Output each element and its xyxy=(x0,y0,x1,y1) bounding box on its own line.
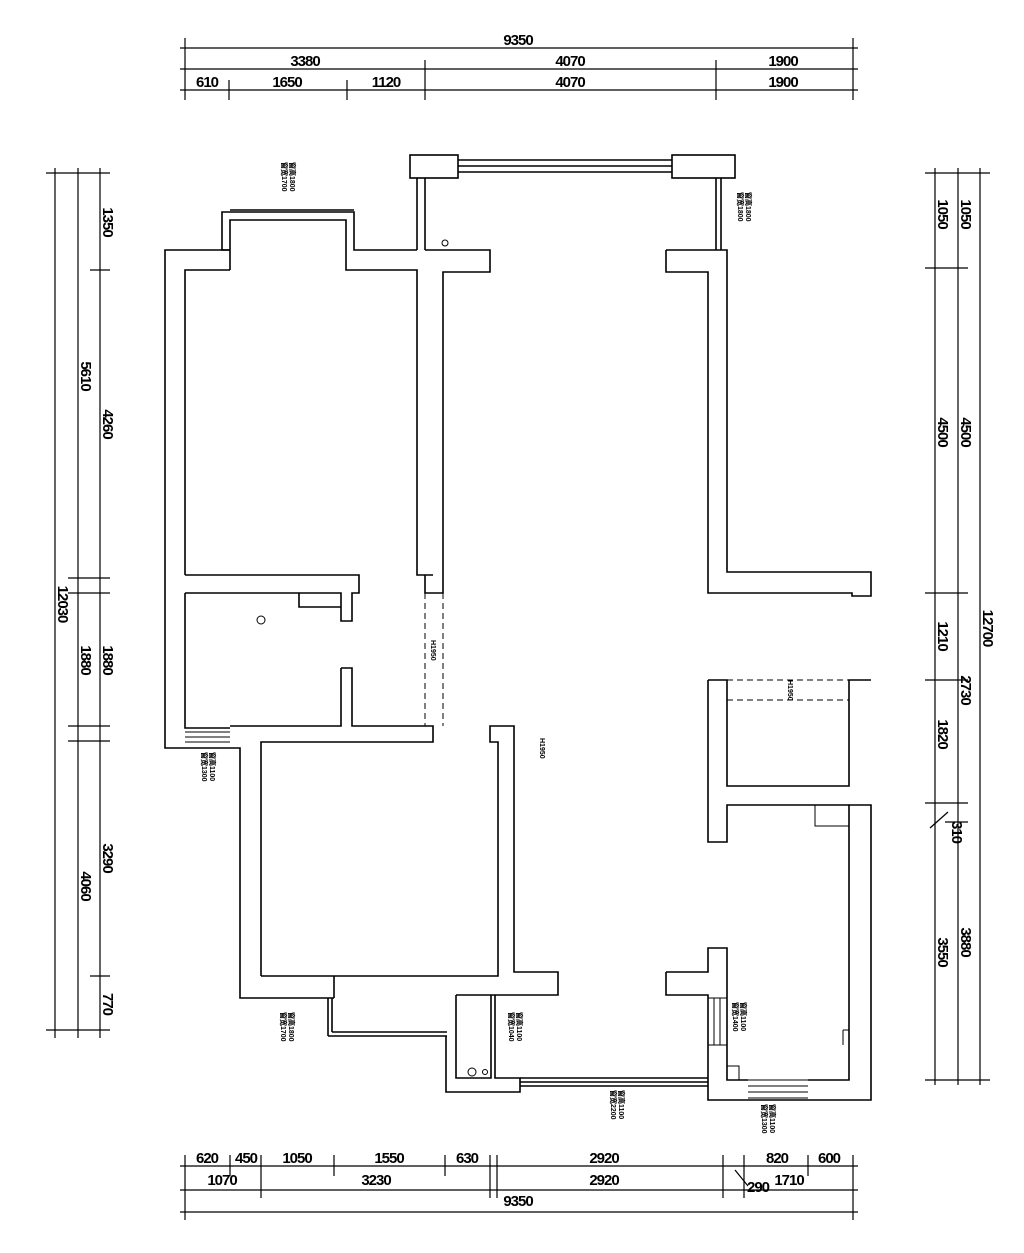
right-mid-dim-4: 3550 xyxy=(934,937,951,967)
left-outer-dim-5: 770 xyxy=(99,993,116,1016)
left-outer-dim-4: 3290 xyxy=(99,843,116,873)
bottom-inner-dim-7: 820 xyxy=(766,1150,789,1167)
top-inner-dim-1: 610 xyxy=(196,74,219,91)
right-outer-dim-6: 3880 xyxy=(957,927,974,957)
top-inner-dim-5: 1900 xyxy=(768,74,798,91)
window-label-top-left-a: 窗宽1700 xyxy=(280,162,289,192)
window-label-bottom-mid-b: 窗高1100 xyxy=(515,1012,524,1041)
window-label-left-a: 窗宽1300 xyxy=(200,752,209,782)
top-total-dim: 9350 xyxy=(503,32,533,49)
window-label-bottom-a: 窗宽2200 xyxy=(609,1090,618,1120)
right-outer-dim-5: 310 xyxy=(948,821,965,844)
right-mid-dim-1: 1050 xyxy=(957,199,974,229)
bottom-inner-dim-4: 1550 xyxy=(374,1150,404,1167)
door-label-center: H1950 xyxy=(538,738,545,759)
bottom-inner-dim-6: 2920 xyxy=(589,1150,619,1167)
window-details xyxy=(185,731,808,1099)
walls xyxy=(164,154,872,1101)
annotations: 窗宽1700 窗高1800 窗宽1800 窗高1800 窗宽1300 窗高110… xyxy=(200,162,793,1134)
bottom-mid-dim-2: 3230 xyxy=(361,1172,391,1189)
bottom-mid-dim-5: 1710 xyxy=(774,1172,804,1189)
top-mid-dim-1: 3380 xyxy=(290,53,320,70)
left-mid-dim-3: 4060 xyxy=(77,871,94,901)
bottom-total-dim: 9350 xyxy=(503,1193,533,1210)
bottom-inner-dim-8: 600 xyxy=(818,1150,841,1167)
top-inner-dim-4: 4070 xyxy=(555,74,585,91)
right-mid-dim-3: 2730 xyxy=(957,675,974,705)
left-outer-dim-1: 1350 xyxy=(99,207,116,237)
right-outer-dim-3: 1210 xyxy=(934,621,951,651)
drain-icon xyxy=(256,615,266,625)
bottom-inner-dim-3: 1050 xyxy=(282,1150,312,1167)
left-total-dim: 12030 xyxy=(54,586,71,623)
window-label-bottom-b: 窗高1100 xyxy=(617,1090,626,1119)
window-label-top-right-a: 窗宽1800 xyxy=(736,192,745,222)
door-label-dashed: H1950 xyxy=(429,640,436,661)
bottom-mid-dim-3: 2920 xyxy=(589,1172,619,1189)
window-label-bottom-mid-a: 窗宽1040 xyxy=(507,1012,516,1042)
left-dimensions: 1350 4260 1880 3290 770 5610 1880 4060 1… xyxy=(46,168,116,1038)
window-label-bottom-left-a: 窗宽1700 xyxy=(279,1012,288,1042)
top-inner-dim-3: 1120 xyxy=(372,74,401,91)
right-total-dim: 12700 xyxy=(979,610,996,647)
left-outer-dim-3: 1880 xyxy=(99,645,116,675)
bottom-inner-dim-5: 630 xyxy=(456,1150,479,1167)
bottom-mid-dim-1: 1070 xyxy=(207,1172,237,1189)
bottom-inner-dim-2: 450 xyxy=(235,1150,258,1167)
bottom-mid-dim-4: 290 xyxy=(747,1179,770,1196)
drain-icon xyxy=(441,239,449,247)
window-label-bottom-left-b: 窗高1800 xyxy=(287,1012,296,1042)
window-label-right-b: 窗高1100 xyxy=(739,1002,748,1031)
bottom-inner-dim-1: 620 xyxy=(196,1150,219,1167)
top-inner-dim-2: 1650 xyxy=(272,74,302,91)
top-mid-dim-3: 1900 xyxy=(768,53,798,70)
right-mid-dim-2: 4500 xyxy=(957,417,974,447)
left-mid-dim-2: 1880 xyxy=(77,645,94,675)
right-outer-dim-2: 4500 xyxy=(934,417,951,447)
fixtures xyxy=(256,239,488,1077)
right-outer-dim-1: 1050 xyxy=(934,199,951,229)
drain-icon xyxy=(467,1067,477,1077)
window-label-top-left-b: 窗高1800 xyxy=(288,162,297,192)
door-label-right: H1950 xyxy=(786,680,793,701)
window-label-bottom-right-b: 窗高1100 xyxy=(768,1104,777,1133)
left-outer-dim-2: 4260 xyxy=(99,409,116,439)
dashed-openings xyxy=(424,593,849,726)
drain-icon xyxy=(482,1069,488,1075)
window-label-bottom-right-a: 窗宽1300 xyxy=(760,1104,769,1134)
top-mid-dim-2: 4070 xyxy=(555,53,585,70)
right-dimensions: 1050 1050 4500 4500 1210 2730 1820 310 3… xyxy=(925,168,996,1085)
left-mid-dim-1: 5610 xyxy=(77,361,94,391)
window-label-left-b: 窗高1100 xyxy=(208,752,217,781)
top-dimensions: 9350 3380 4070 1900 610 1650 1120 4070 1… xyxy=(180,32,858,100)
window-label-top-right-b: 窗高1800 xyxy=(744,192,753,222)
right-outer-dim-4: 1820 xyxy=(934,719,951,749)
window-label-right-a: 窗宽1400 xyxy=(731,1002,740,1032)
bottom-dimensions: 620 450 1050 1550 630 2920 820 600 1070 … xyxy=(180,1150,858,1220)
